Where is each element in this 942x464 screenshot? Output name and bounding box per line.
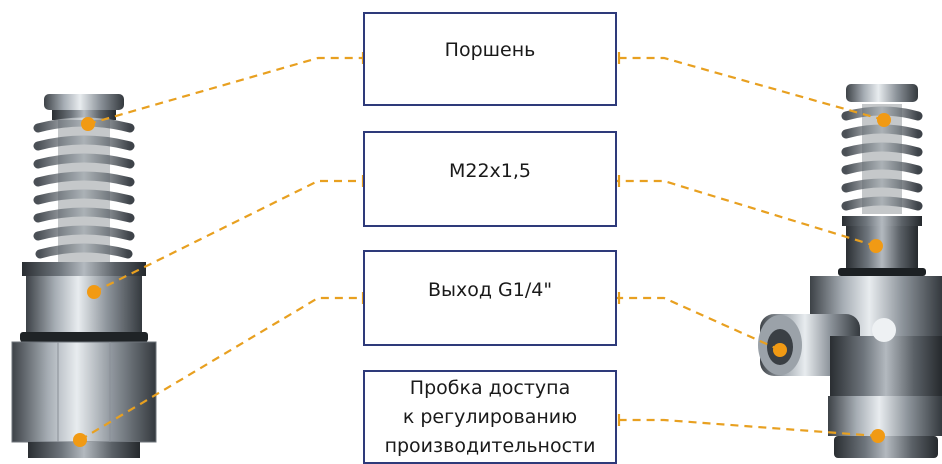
leader-plug-right [616,418,879,438]
dot-outlet-right [773,343,787,357]
leader-piston-right [616,56,885,122]
dot-outlet-left [73,433,87,447]
dot-piston-left [81,117,95,131]
label-thread-text: M22x1,5 [448,160,532,182]
dot-thread-right [869,239,883,253]
leader-outlet-left [79,296,366,441]
left-spring [33,117,135,259]
label-plug-text: Пробка доступа к регулированию производи… [384,377,596,457]
dot-plug-right [871,429,885,443]
leader-piston-left [87,56,366,126]
label-piston-text: Поршень [444,39,536,61]
label-thread: M22x1,5 [363,131,617,227]
label-piston: Поршень [363,12,617,106]
label-plug: Пробка доступа к регулированию производи… [363,370,617,464]
right-spring [841,106,923,211]
label-outlet: Выход G1/4" [363,250,617,346]
leader-thread-left [93,179,366,293]
leader-thread-right [616,179,877,248]
dot-thread-left [87,285,101,299]
label-outlet-text: Выход G1/4" [427,279,553,301]
dot-piston-right [877,113,891,127]
leader-outlet-right [616,296,781,352]
